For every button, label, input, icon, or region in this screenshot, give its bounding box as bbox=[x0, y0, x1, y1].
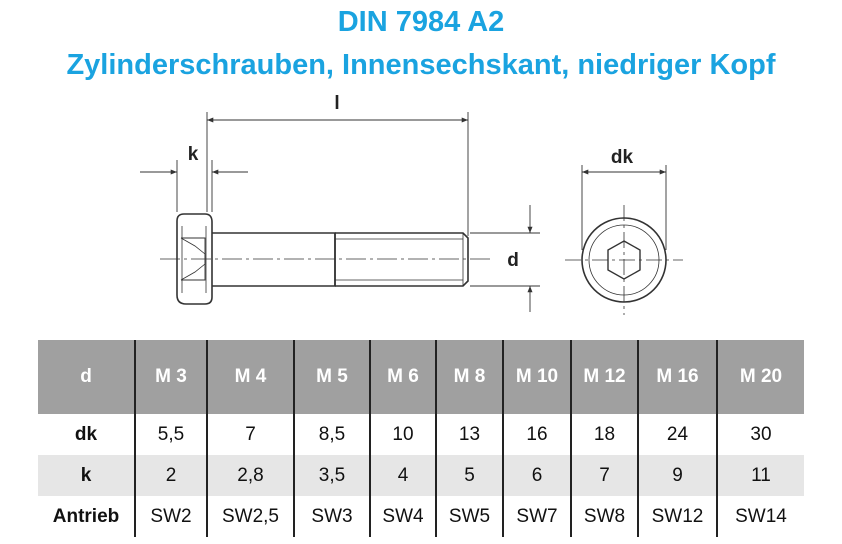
table-cell: 11 bbox=[717, 455, 804, 496]
table-row: k 2 2,8 3,5 4 5 6 7 9 11 bbox=[38, 455, 804, 496]
table-cell: SW4 bbox=[370, 496, 437, 537]
table-cell: SW5 bbox=[436, 496, 504, 537]
table-cell: SW3 bbox=[294, 496, 371, 537]
label-k: k bbox=[188, 144, 199, 165]
header-cell: M 4 bbox=[207, 340, 295, 414]
table-cell: SW12 bbox=[638, 496, 718, 537]
table-row: dk 5,5 7 8,5 10 13 16 18 24 30 bbox=[38, 414, 804, 455]
row-label: k bbox=[38, 455, 136, 496]
table-cell: 6 bbox=[503, 455, 572, 496]
label-dk: dk bbox=[611, 147, 634, 168]
table-cell: 13 bbox=[436, 414, 504, 455]
table-cell: 8,5 bbox=[294, 414, 371, 455]
header-cell: d bbox=[38, 340, 136, 414]
header-cell: M 10 bbox=[503, 340, 572, 414]
row-label: dk bbox=[38, 414, 136, 455]
dimension-table: d M 3 M 4 M 5 M 6 M 8 M 10 M 12 M 16 M 2… bbox=[38, 340, 804, 537]
table-cell: 30 bbox=[750, 423, 772, 445]
head-diameter-dimension bbox=[581, 165, 667, 250]
label-d: d bbox=[507, 250, 519, 271]
table-cell: SW8 bbox=[571, 496, 639, 537]
table-cell: SW14 bbox=[735, 505, 787, 527]
header-cell: M 16 bbox=[638, 340, 718, 414]
table-cell: 3,5 bbox=[294, 455, 371, 496]
diameter-dimension bbox=[470, 205, 540, 312]
table-cell: 24 bbox=[638, 414, 718, 455]
table-cell: 7 bbox=[207, 414, 295, 455]
table-cell: 7 bbox=[571, 455, 639, 496]
table-cell: 5,5 bbox=[135, 414, 208, 455]
table-cell: 5 bbox=[436, 455, 504, 496]
header-cell: M 8 bbox=[436, 340, 504, 414]
screw-end-view bbox=[565, 205, 683, 315]
page-title: DIN 7984 A2 bbox=[337, 6, 505, 38]
table-cell: SW2 bbox=[135, 496, 208, 537]
table-cell: 2,8 bbox=[207, 455, 295, 496]
header-cell: M 20 bbox=[717, 340, 804, 414]
table-header-row: d M 3 M 4 M 5 M 6 M 8 M 10 M 12 M 16 M 2… bbox=[38, 340, 804, 414]
page-subtitle: Zylinderschrauben, Innensechskant, niedr… bbox=[66, 49, 776, 81]
header-cell: M 5 bbox=[294, 340, 371, 414]
table-cell: 18 bbox=[571, 414, 639, 455]
table-cell: SW2,5 bbox=[207, 496, 295, 537]
header-cell: M 6 bbox=[370, 340, 437, 414]
table-cell: 9 bbox=[638, 455, 718, 496]
table-cell: SW7 bbox=[503, 496, 572, 537]
table-cell: 4 bbox=[370, 455, 437, 496]
header-cell: M 12 bbox=[571, 340, 639, 414]
table-cell: 2 bbox=[135, 455, 208, 496]
length-dimension bbox=[206, 112, 469, 236]
table-cell: 16 bbox=[503, 414, 572, 455]
header-cell: M 3 bbox=[135, 340, 208, 414]
table-row: Antrieb SW2 SW2,5 SW3 SW4 SW5 SW7 SW8 SW… bbox=[38, 496, 804, 537]
head-height-dimension bbox=[140, 160, 248, 212]
row-label: Antrieb bbox=[38, 496, 136, 537]
table-cell: 10 bbox=[370, 414, 437, 455]
label-l: l bbox=[334, 93, 339, 114]
